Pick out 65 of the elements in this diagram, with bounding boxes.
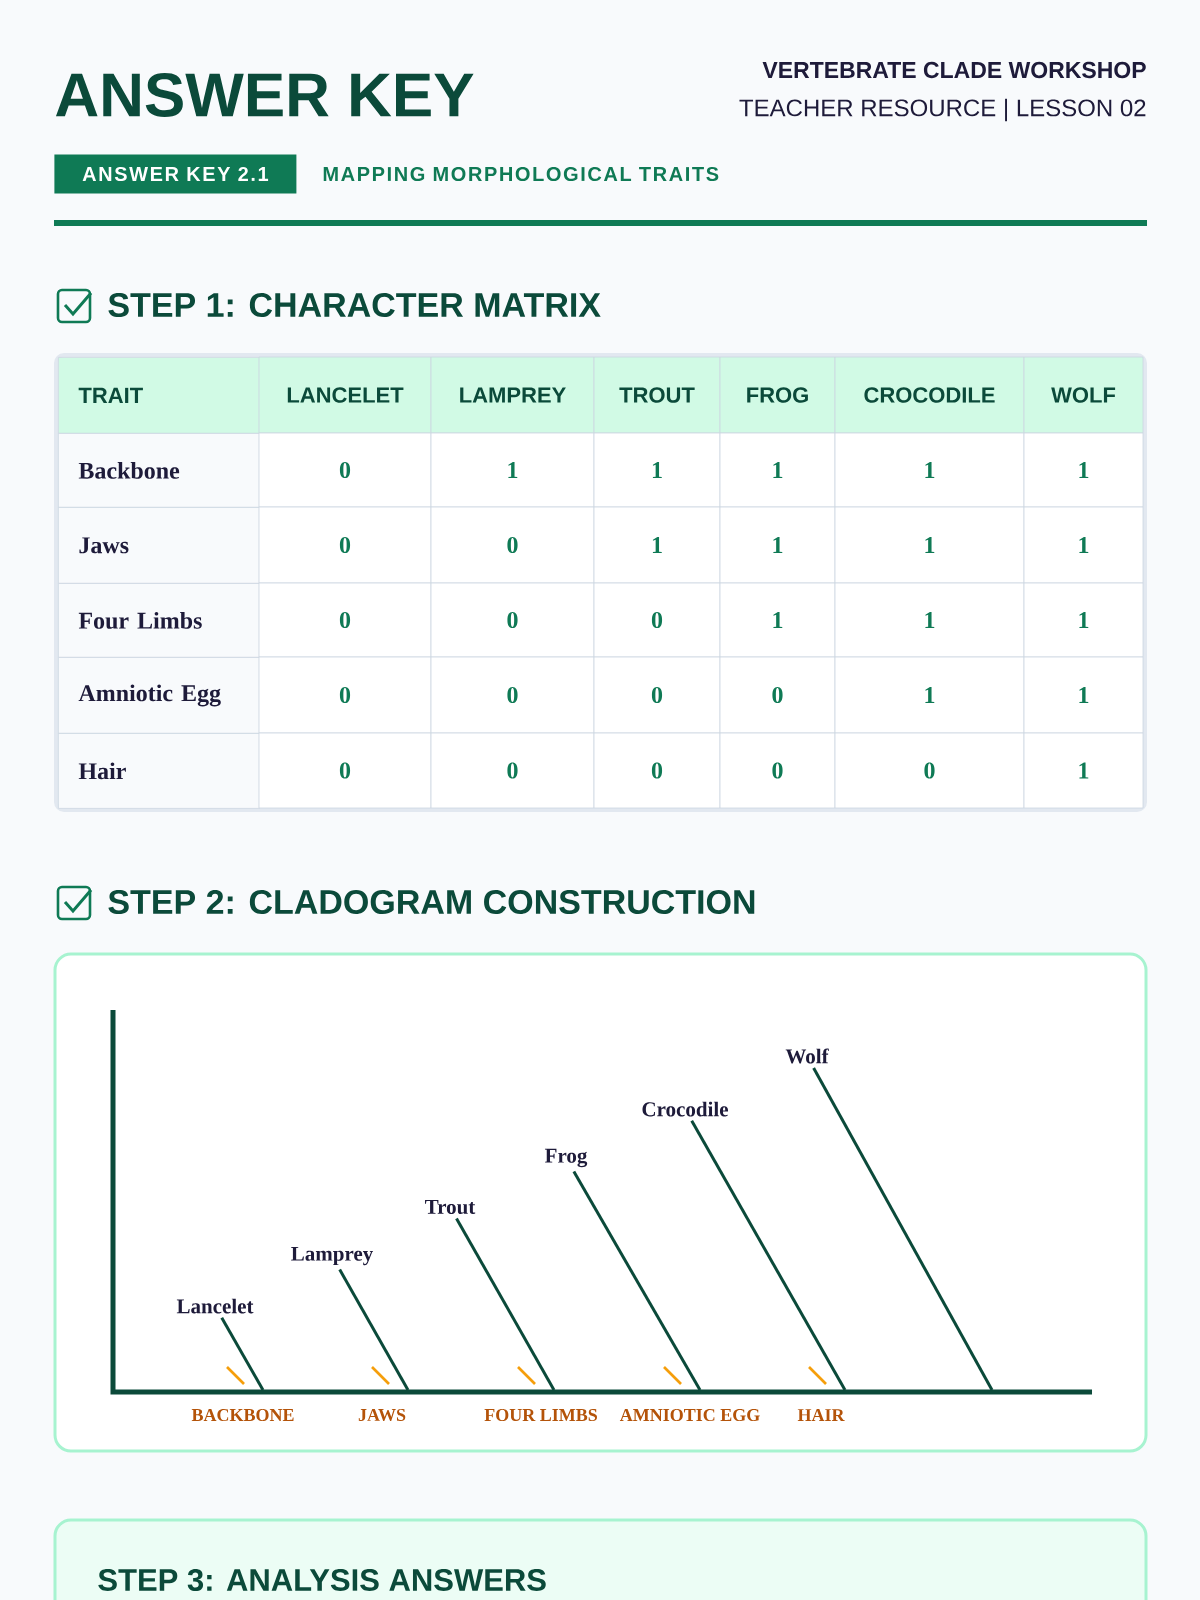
branch-line [572,1170,702,1391]
table-cell: 0 [430,506,595,584]
table-cell: 0 [258,506,432,584]
header-cell: LAMPREY [430,356,595,434]
table-cell: 0 [430,656,595,734]
section-heading: STEP 2: CLADOGRAM CONSTRUCTION [108,889,755,915]
table-cell: 1 [719,432,836,508]
table-cell: 0 [258,432,432,508]
trait-label: AMNIOTIC EGG [619,1408,760,1422]
taxon-label: Lamprey [291,1246,373,1266]
table-cell: 0 [430,582,595,658]
table-cell: 1 [593,506,721,584]
branch-line [455,1217,556,1391]
table-cell: 1 [719,582,836,658]
table-cell: 1 [430,432,595,508]
trait-label: FOUR LIMBS [484,1408,597,1422]
title: ANSWER KEY [55,73,474,117]
taxon-label: Frog [544,1148,588,1168]
table-cell: 0 [834,732,1025,809]
table-cell: 0 [258,732,432,809]
section-heading: STEP 1: CHARACTER MATRIX [108,292,601,318]
header-text: TEACHER RESOURCE | LESSON 02 [739,98,1146,122]
table-cell: 0 [719,732,836,809]
header-cell: WOLF [1023,356,1144,434]
table-cell: 1 [1023,656,1144,734]
taxon-label: Trout [425,1200,476,1214]
row-header-cell: Hair [58,733,260,809]
taxon-label: Crocodile [642,1101,729,1117]
table-cell: 0 [719,656,836,734]
branch-line [812,1067,994,1391]
trait-label: BACKBONE [191,1408,294,1422]
badge: ANSWER KEY 2.1 [54,154,297,194]
table-cell: 0 [258,582,432,658]
table-cell: 0 [593,732,721,809]
branch-line [220,1317,265,1391]
table-cell: 0 [593,582,721,658]
row-header-cell: Amniotic Egg [58,657,260,734]
table-cell: 1 [834,582,1025,658]
header-cell: TROUT [593,356,721,434]
taxon-label: Lancelet [176,1298,254,1314]
table-cell: 1 [1023,432,1144,508]
subtitle: MAPPING MORPHOLOGICAL TRAITS [323,166,719,182]
trait-label: HAIR [797,1409,845,1421]
table-cell: 1 [834,432,1025,508]
table-cell: 1 [1023,582,1144,658]
table-cell: 1 [834,656,1025,734]
section-heading: STEP 3: ANALYSIS ANSWERS [98,1569,546,1591]
table-cell: 1 [834,506,1025,584]
branch-line [338,1268,410,1391]
header-text: VERTEBRATE CLADE WORKSHOP [762,61,1146,79]
table-cell: 0 [258,656,432,734]
header-cell: LANCELET [258,356,432,434]
header-cell: TRAIT [58,357,260,434]
branch-line [690,1120,847,1391]
table-cell: 1 [1023,732,1144,809]
header-cell: CROCODILE [834,356,1025,434]
trait-label: JAWS [358,1408,406,1422]
table-cell: 1 [593,432,721,508]
row-header-cell: Backbone [58,433,260,508]
table-cell: 0 [430,732,595,809]
header-cell: FROG [719,356,836,434]
table-cell: 0 [593,656,721,734]
table-cell: 1 [1023,506,1144,584]
table-cell: 1 [719,506,836,584]
taxon-label: Wolf [785,1048,829,1064]
